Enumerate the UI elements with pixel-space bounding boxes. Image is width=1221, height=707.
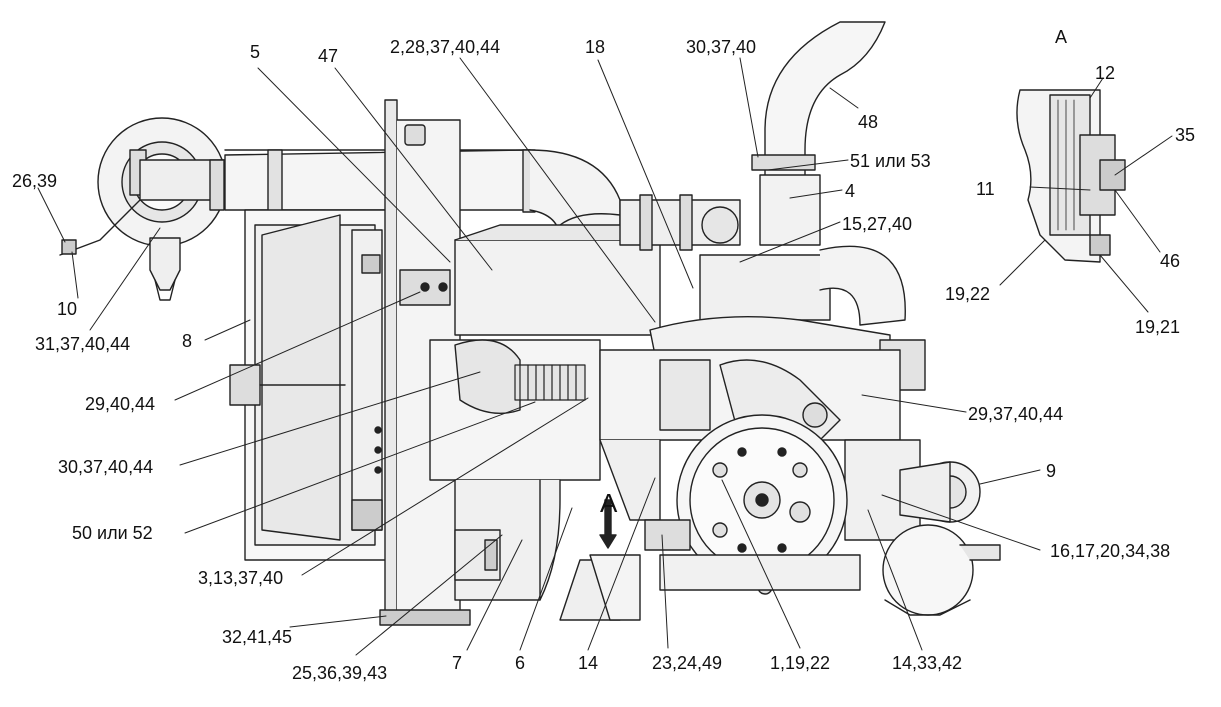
- air-cleaner: [59, 117, 231, 301]
- callout-23-24-49: 23,24,49: [652, 653, 723, 673]
- view-marker-a: A: [600, 488, 618, 518]
- callout-10: 10: [57, 299, 78, 319]
- detail-view-a: [1016, 89, 1126, 263]
- callout-29-40-44: 29,40,44: [85, 394, 156, 414]
- detail-callout-46: 46: [1160, 251, 1181, 271]
- flywheel-housing: [659, 414, 861, 595]
- callout-30-37-40-44: 30,37,40,44: [58, 457, 154, 477]
- callout-31-37-40-44: 31,37,40,44: [35, 334, 131, 354]
- detail-callout-19-21: 19,21: [1135, 317, 1181, 337]
- callout-30-37-40-top: 30,37,40: [686, 37, 757, 57]
- detail-callout-11: 11: [976, 179, 995, 199]
- callout-6: 6: [515, 653, 526, 673]
- exhaust-pipe: [751, 21, 886, 246]
- detail-callout-19-22: 19,22: [945, 284, 991, 304]
- callout-1-19-22: 1,19,22: [770, 653, 831, 673]
- detail-view-title: A: [1055, 27, 1068, 47]
- callout-50-52: 50 или 52: [72, 523, 153, 543]
- radiator: [229, 209, 396, 561]
- corrugated-hose: [514, 364, 586, 401]
- callout-4: 4: [845, 181, 856, 201]
- callout-15-27-40: 15,27,40: [842, 214, 913, 234]
- detail-callout-35: 35: [1175, 125, 1196, 145]
- callout-9: 9: [1046, 461, 1057, 481]
- frame-post: [379, 99, 471, 626]
- callout-14: 14: [578, 653, 599, 673]
- detail-callout-12: 12: [1095, 63, 1116, 83]
- section-arrow-a: [599, 499, 617, 549]
- callout-25-36-39-43: 25,36,39,43: [292, 663, 388, 683]
- mounting-feet: [454, 519, 691, 621]
- leader-lines: [37, 57, 1173, 656]
- callout-2-28-37-40-44: 2,28,37,40,44: [390, 37, 501, 57]
- callout-8: 8: [182, 331, 193, 351]
- callout-32-41-45: 32,41,45: [222, 627, 293, 647]
- callout-29-37-40-44: 29,37,40,44: [968, 404, 1064, 424]
- callout-16-17-20-34-38: 16,17,20,34,38: [1050, 541, 1171, 561]
- callout-5: 5: [250, 42, 261, 62]
- callout-14-33-42: 14,33,42: [892, 653, 963, 673]
- callout-18: 18: [585, 37, 606, 57]
- callout-26-39: 26,39: [12, 171, 58, 191]
- callout-3-13-37-40: 3,13,37,40: [198, 568, 284, 588]
- callout-7: 7: [452, 653, 463, 673]
- callout-51-53: 51 или 53: [850, 151, 931, 171]
- callout-48: 48: [858, 112, 879, 132]
- callout-47: 47: [318, 46, 339, 66]
- starter-motor: [882, 461, 1001, 616]
